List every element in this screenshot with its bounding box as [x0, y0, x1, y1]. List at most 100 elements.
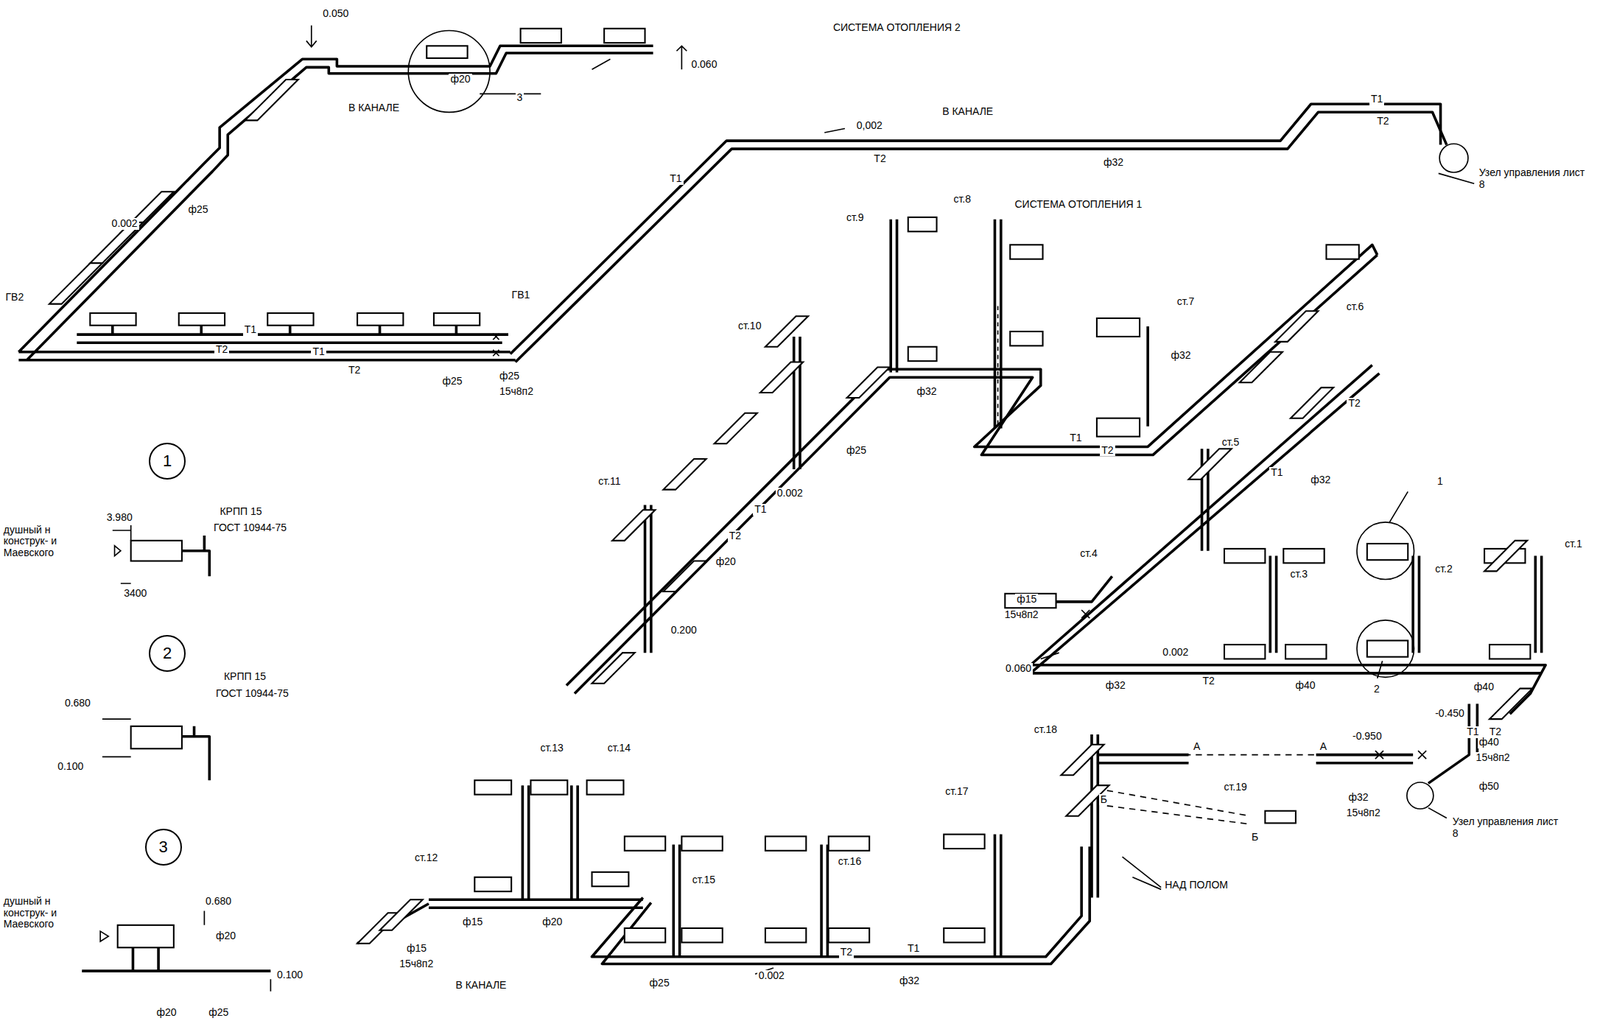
drawing-label: Т2 [1346, 397, 1362, 409]
drawing-label: ст.9 [844, 212, 866, 224]
drawing-label: ф32 [897, 975, 921, 987]
drawing-label: ст.7 [1175, 296, 1197, 308]
drawing-label: ф32 [1102, 156, 1125, 168]
drawing-label: ф15 [461, 916, 484, 928]
drawing-label: ф32 [1309, 474, 1332, 486]
drawing-label: 0.002 [1160, 646, 1190, 658]
drawing-label: 15ч8п2 [1345, 807, 1382, 819]
drawing-label: 2 [1372, 683, 1382, 695]
drawing-label: Т2 [839, 946, 854, 958]
detail-callout-circle: 2 [148, 634, 186, 672]
drawing-label: ст.5 [1220, 436, 1242, 448]
drawing-label: 3400 [122, 587, 149, 599]
drawing-label: ст.14 [606, 742, 633, 754]
drawing-label: Т1 [243, 324, 258, 336]
drawing-label: А [1318, 741, 1329, 753]
drawing-label: 3 [515, 92, 525, 104]
drawing-label: ГОСТ 10944-75 [212, 522, 289, 534]
drawing-label: ф20 [155, 1006, 179, 1019]
drawing-label: НАД ПОЛОМ [1163, 879, 1230, 891]
drawing-label: ст.17 [943, 786, 970, 798]
drawing-label: 1 [1435, 475, 1445, 487]
drawing-label: Т1 [310, 346, 326, 358]
drawing-label: душный н конструк- и Маевского [2, 524, 77, 559]
drawing-label: Б [1099, 794, 1109, 806]
drawing-label: В КАНАЛЕ [453, 979, 508, 991]
drawing-label: 3.980 [105, 511, 135, 524]
drawing-label: СИСТЕМА ОТОПЛЕНИЯ 1 [1013, 198, 1145, 210]
drawing-label: ф20 [714, 556, 738, 568]
drawing-label: 0.680 [63, 697, 93, 709]
detail-callout-circle: 3 [145, 828, 182, 866]
drawing-label: 0.060 [689, 58, 719, 70]
drawing-label: Т1 [1369, 93, 1385, 105]
drawing-label: ф15 [405, 942, 428, 954]
drawing-label: ст.11 [596, 475, 622, 487]
drawing-label: ст.18 [1032, 724, 1059, 736]
drawing-label: Т2 [346, 364, 362, 376]
drawing-label: ф40 [1293, 679, 1317, 691]
drawing-label: ф15 [1015, 593, 1038, 605]
drawing-label: ст.15 [690, 874, 717, 886]
drawing-label: ст.2 [1433, 563, 1455, 575]
drawing-label: ф25 [440, 375, 464, 387]
drawing-label: 0.002 [757, 970, 787, 982]
drawing-label: ф25 [648, 977, 672, 989]
drawing-label: ГОСТ 10944-75 [214, 688, 291, 700]
drawing-label: 0.060 [1004, 662, 1033, 675]
drawing-label: 0.200 [669, 624, 699, 636]
drawing-label: ст.16 [836, 855, 863, 868]
drawing-label: В КАНАЛЕ [940, 106, 995, 118]
drawing-label: Т2 [727, 530, 743, 542]
callout-number: 1 [162, 451, 172, 471]
drawing-label: 0.002 [775, 487, 805, 499]
drawing-label: ст.12 [413, 852, 440, 864]
drawing-label: 15ч8п2 [1003, 609, 1041, 621]
drawing-label: КРПП 15 [218, 506, 263, 518]
drawing-label: душный н конструк- и Маевского [2, 895, 77, 930]
drawing-label: -0.950 [1351, 730, 1384, 742]
drawing-label: ст.13 [538, 742, 565, 754]
drawing-label: ст.19 [1222, 781, 1248, 793]
callout-number: 3 [159, 837, 168, 857]
drawing-label: ф25 [206, 1006, 230, 1019]
drawing-label: Т2 [1375, 115, 1391, 127]
drawing-label: 0.002 [110, 218, 140, 230]
drawing-label: ф25 [497, 370, 521, 382]
drawing-label: В КАНАЛЕ [346, 102, 401, 114]
drawing-label: ф40 [1477, 736, 1501, 748]
drawing-label: ф25 [186, 204, 210, 216]
drawing-label: ф32 [1104, 679, 1128, 691]
drawing-label: Б [1250, 831, 1260, 843]
drawing-label: 0.100 [275, 969, 305, 981]
drawing-label: Т1 [1269, 467, 1284, 479]
drawing-label: 0.100 [55, 760, 85, 773]
drawing-label: Т1 [668, 173, 683, 185]
drawing-label: Т2 [872, 153, 887, 165]
detail-callout-circle: 1 [148, 442, 186, 480]
drawing-label: ф25 [844, 444, 868, 456]
drawing-label: ф50 [1477, 780, 1501, 792]
drawing-label: ф40 [1472, 681, 1496, 693]
drawing-label: ф32 [915, 386, 939, 398]
drawing-label: Т1 [1068, 432, 1083, 444]
drawing-label: А [1191, 741, 1202, 753]
drawing-label: Т1 [752, 503, 768, 515]
drawing-label: 0.050 [321, 8, 350, 20]
drawing-label: Т2 [214, 344, 230, 356]
drawing-label: 15ч8п2 [497, 386, 535, 398]
drawing-label: ст.3 [1289, 568, 1310, 580]
drawing-label: Узел управления лист 8 [1477, 167, 1593, 191]
drawing-label: ф20 [540, 916, 564, 928]
drawing-label: ГВ1 [510, 289, 532, 301]
drawing-label: 0,002 [855, 120, 884, 132]
drawing-label: СИСТЕМА ОТОПЛЕНИЯ 2 [831, 22, 963, 34]
drawing-label: ст.10 [736, 320, 763, 332]
drawing-label: ф20 [448, 73, 472, 85]
drawing-label: ст.8 [951, 193, 973, 205]
callout-number: 2 [162, 643, 172, 663]
drawing-label: 0.680 [204, 895, 233, 907]
drawing-label: Т2 [1200, 675, 1216, 687]
drawing-label: ф32 [1169, 349, 1192, 361]
